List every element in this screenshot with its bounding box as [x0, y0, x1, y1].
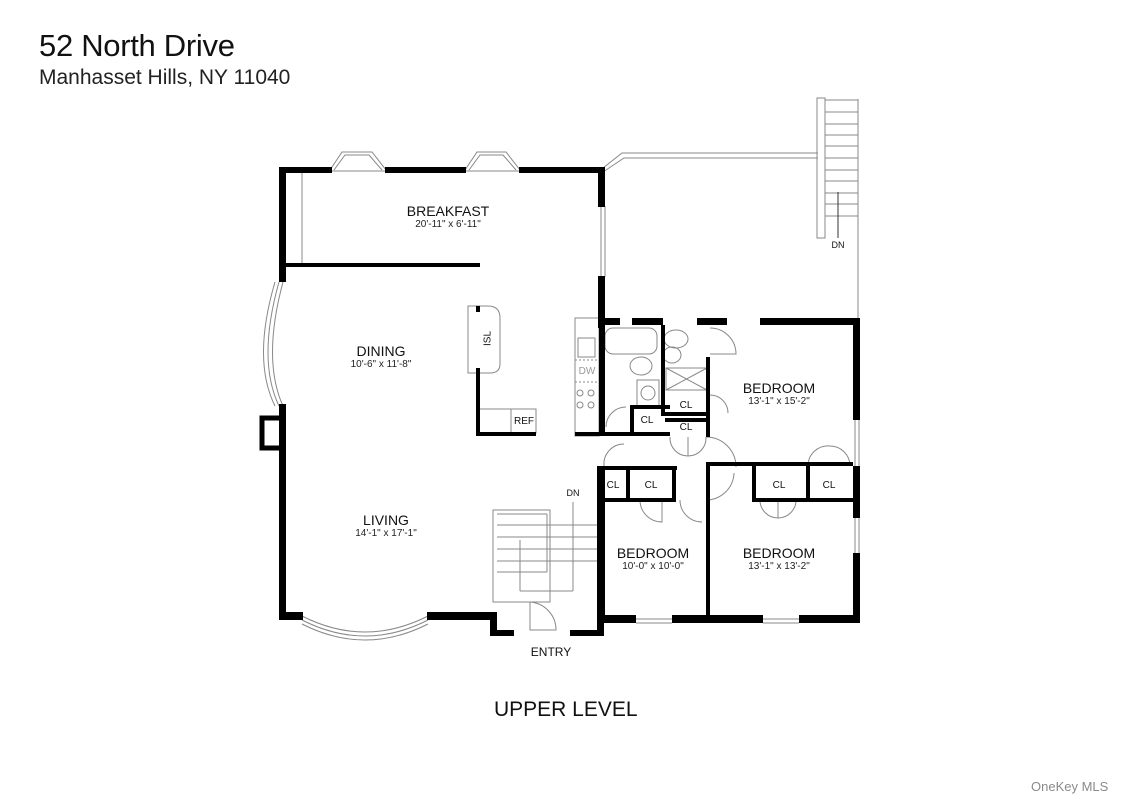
room-name: DINING [356, 343, 406, 359]
level-label: UPPER LEVEL [494, 698, 638, 721]
room-bedroom-2: BEDROOM 10'-0" x 10'-0" [617, 545, 689, 573]
closet-label: CL [822, 480, 836, 491]
exterior-stair-rail [816, 97, 826, 239]
property-address: 52 North Drive [39, 28, 235, 63]
room-living: LIVING 14'-1" x 17'-1" [355, 512, 417, 540]
room-dimensions: 10'-0" x 10'-0" [622, 561, 684, 572]
room-name: BREAKFAST [406, 203, 490, 219]
room-name: BEDROOM [616, 545, 690, 561]
room-bedroom-3: BEDROOM 13'-1" x 13'-2" [743, 545, 815, 573]
exterior-stairs-down-label: DN [831, 240, 845, 250]
closet-label: CL [679, 400, 693, 411]
room-dimensions: 10'-6" x 11'-8" [350, 359, 412, 370]
closet-label: CL [772, 480, 786, 491]
closet-label: CL [606, 480, 620, 491]
island-label: ISL [482, 330, 494, 347]
entry-label: ENTRY [530, 645, 572, 659]
interior-stairs-down-label: DN [566, 488, 580, 498]
closet-label: CL [644, 480, 658, 491]
room-dimensions: 14'-1" x 17'-1" [355, 528, 417, 539]
room-dimensions: 20'-11" x 6'-11" [415, 219, 481, 230]
room-dining: DINING 10'-6" x 11'-8" [351, 343, 412, 371]
room-dimensions: 13'-1" x 13'-2" [748, 561, 810, 572]
refrigerator-label: REF [514, 416, 534, 427]
watermark: OneKey MLS [1031, 779, 1109, 794]
room-name: BEDROOM [742, 545, 816, 561]
wall [279, 167, 286, 282]
room-bedroom-primary: BEDROOM 13'-1" x 15'-2" [743, 380, 815, 408]
closet-label: CL [679, 422, 693, 433]
room-dimensions: 13'-1" x 15'-2" [748, 396, 810, 407]
room-name: BEDROOM [742, 380, 816, 396]
property-city-state-zip: Manhasset Hills, NY 11040 [39, 66, 291, 89]
closet-label: CL [640, 415, 654, 426]
dishwasher-label: DW [578, 366, 596, 377]
room-breakfast: BREAKFAST 20'-11" x 6'-11" [407, 203, 489, 231]
room-name: LIVING [363, 512, 409, 528]
